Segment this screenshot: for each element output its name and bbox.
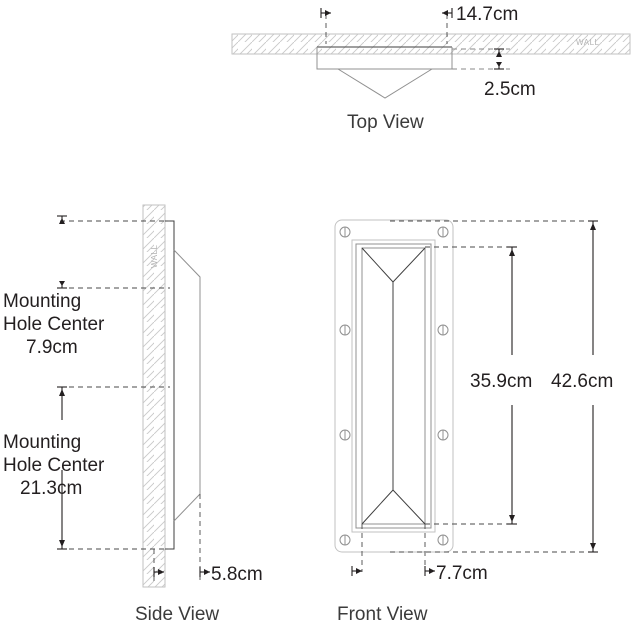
side-dimension-mount-lower-label2: Hole Center bbox=[3, 455, 105, 476]
front-dimension-outer-height-value: 42.6cm bbox=[551, 371, 613, 392]
screw-upper-mid-right bbox=[437, 324, 449, 336]
top-view-v-nose bbox=[337, 68, 433, 99]
top-view-handle bbox=[316, 46, 453, 99]
top-view-wall-section bbox=[231, 33, 631, 55]
side-view-wall-label: WALL bbox=[150, 244, 159, 268]
front-dimension-inner-width-value: 7.7cm bbox=[436, 563, 488, 584]
top-dimension-width-value: 14.7cm bbox=[456, 4, 518, 25]
side-view-wall: WALL bbox=[142, 204, 166, 588]
side-view-label: Side View bbox=[135, 604, 219, 625]
front-view-inner-frame-outer bbox=[351, 239, 436, 533]
side-dimension-mount-lower-value: 21.3cm bbox=[20, 478, 82, 499]
side-dimension-depth-value: 5.8cm bbox=[211, 564, 263, 585]
top-view-recess-outline bbox=[316, 47, 453, 70]
front-view-cavity bbox=[361, 247, 426, 525]
side-view-group: WALL Mounting Hole Center 7.9cm bbox=[3, 204, 263, 625]
front-dimension-outer-height: 42.6cm bbox=[551, 220, 613, 553]
top-view-label: Top View bbox=[347, 112, 424, 133]
screw-bottom-left bbox=[339, 534, 351, 546]
top-dimension-projection-value: 2.5cm bbox=[484, 79, 536, 100]
side-dimension-mount-lower: Mounting Hole Center 21.3cm bbox=[3, 386, 105, 550]
side-view-handle-profile bbox=[173, 249, 201, 522]
top-view-group: WALL 14.7cm bbox=[231, 4, 631, 133]
side-view-wall-section bbox=[142, 204, 166, 588]
front-dimension-inner-height: 35.9cm bbox=[470, 246, 532, 525]
screw-bottom-right bbox=[437, 534, 449, 546]
front-view-inner-frame-inner bbox=[355, 243, 432, 529]
front-view-v-top bbox=[361, 247, 426, 283]
top-dimension-projection: 2.5cm bbox=[484, 48, 536, 100]
screw-lower-mid-right bbox=[437, 429, 449, 441]
front-dimension-inner-height-value: 35.9cm bbox=[470, 371, 532, 392]
top-view-wall-label: WALL bbox=[576, 38, 600, 47]
front-dimension-inner-width: 7.7cm bbox=[351, 563, 488, 584]
side-view-handle-outline bbox=[173, 249, 201, 522]
side-dimension-mount-lower-label1: Mounting bbox=[3, 432, 81, 453]
side-dimension-depth: 5.8cm bbox=[153, 564, 263, 585]
side-dimension-mount-upper: Mounting Hole Center 7.9cm bbox=[3, 215, 105, 358]
side-dimension-mount-upper-label1: Mounting bbox=[3, 291, 81, 312]
screw-upper-mid-left bbox=[339, 324, 351, 336]
side-view-plate bbox=[165, 220, 175, 550]
front-view-group: 35.9cm 42.6cm 7.7cm Front View bbox=[334, 219, 613, 625]
screw-top-left bbox=[339, 226, 351, 238]
side-view-plate-outline bbox=[165, 220, 175, 550]
screw-top-right bbox=[437, 226, 449, 238]
side-dimension-mount-upper-value: 7.9cm bbox=[26, 337, 78, 358]
screw-lower-mid-left bbox=[339, 429, 351, 441]
top-view-wall: WALL bbox=[231, 33, 631, 55]
front-view-v-bottom bbox=[361, 489, 426, 525]
front-view-label: Front View bbox=[337, 604, 428, 625]
side-dimension-mount-upper-label2: Hole Center bbox=[3, 314, 105, 335]
top-dimension-width: 14.7cm bbox=[320, 4, 518, 25]
front-view-screws bbox=[339, 226, 449, 546]
